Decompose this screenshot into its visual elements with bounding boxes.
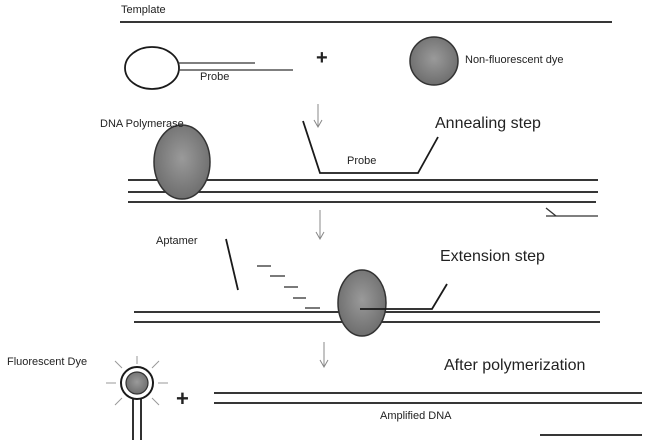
polymerase-extension-shape bbox=[338, 270, 386, 336]
template-label: Template bbox=[121, 5, 166, 16]
extension-step-label: Extension step bbox=[440, 249, 545, 265]
down-arrow-3 bbox=[320, 342, 328, 367]
annealing-step-label: Annealing step bbox=[435, 116, 541, 132]
plus-sign-bottom: + bbox=[176, 388, 189, 410]
displaced-fragments bbox=[257, 266, 320, 308]
aptamer-strand bbox=[226, 239, 238, 290]
non-fluorescent-dye bbox=[410, 37, 458, 85]
dna-polymerase-shape bbox=[154, 125, 210, 199]
down-arrow-2 bbox=[316, 210, 324, 239]
fluorescent-hairpin-stem bbox=[133, 399, 141, 440]
aptamer-label: Aptamer bbox=[156, 236, 198, 247]
fluorescent-dye bbox=[126, 372, 148, 394]
dna-polymerase-label: DNA Polymerase bbox=[100, 119, 184, 130]
fluorescent-dye-label: Fluorescent Dye bbox=[7, 357, 87, 368]
primer-fragment bbox=[546, 208, 598, 216]
amplified-dna-label: Amplified DNA bbox=[380, 411, 452, 422]
down-arrow-1 bbox=[314, 104, 322, 127]
plus-sign-top: + bbox=[316, 48, 328, 68]
after-polymerization-label: After polymerization bbox=[444, 358, 585, 374]
non-fluorescent-dye-label: Non-fluorescent dye bbox=[465, 55, 563, 66]
probe-label-top: Probe bbox=[200, 72, 229, 83]
probe-label-mid: Probe bbox=[347, 156, 376, 167]
